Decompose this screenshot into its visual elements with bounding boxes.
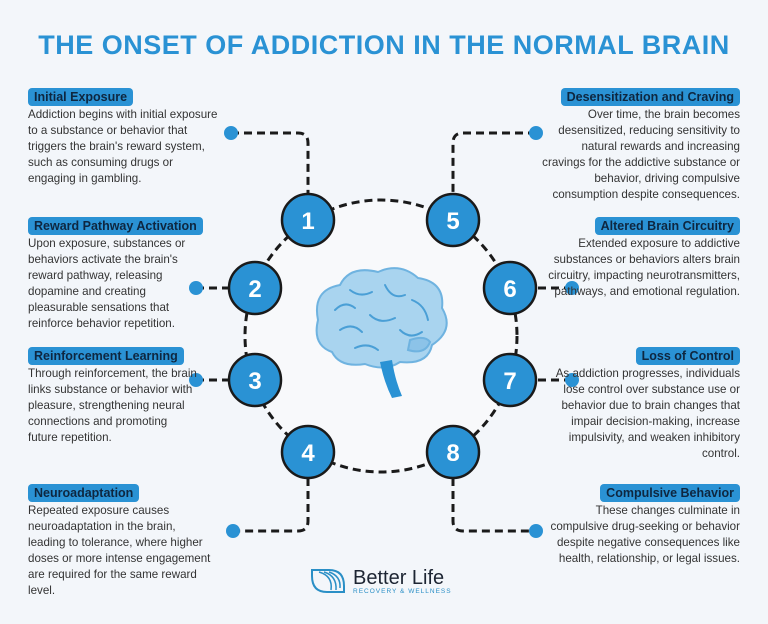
node-number: 7 [503,368,516,395]
node-number: 2 [248,276,261,303]
stage-label-3: Reinforcement Learning [28,347,184,365]
connector-dot [224,126,238,140]
node-number: 3 [248,368,261,395]
stage-description-7: As addiction progresses, individuals los… [555,367,740,460]
logo: Better Life RECOVERY & WELLNESS [309,566,452,596]
node-circle [425,192,481,248]
connector-dot [529,524,543,538]
stage-node-3: 3 [227,352,283,408]
node-circle [425,424,481,480]
node-number: 6 [503,276,516,303]
connector-dot [189,281,203,295]
node-number: 1 [301,208,314,235]
node-circle [482,260,538,316]
connector-dot [565,373,579,387]
stage-description-5: Over time, the brain becomes desensitize… [542,108,740,201]
stage-description-3: Through reinforcement, the brain links s… [28,367,197,444]
connector-dot [565,281,579,295]
stage-description-4: Repeated exposure causes neuroadaptation… [28,504,211,597]
stage-description-6: Extended exposure to addictive substance… [548,237,740,298]
stage-label-7: Loss of Control [635,347,740,365]
logo-name: Better Life [353,566,445,589]
stage-description-1: Addiction begins with initial exposure t… [28,108,218,185]
stage-label-5: Desensitization and Craving [560,88,740,106]
logo-tagline: RECOVERY & WELLNESS [353,587,452,595]
connector-dot [189,373,203,387]
stage-node-4: 4 [280,424,336,480]
connector-dot [529,126,543,140]
logo-icon [311,569,345,593]
node-circle [227,260,283,316]
stage-node-5: 5 [425,192,481,248]
page-title: THE ONSET OF ADDICTION IN THE NORMAL BRA… [38,30,730,60]
node-circle [482,352,538,408]
stage-node-7: 7 [482,352,538,408]
node-number: 8 [446,440,459,467]
stage-description-8: These changes culminate in compulsive dr… [550,504,740,565]
stage-description-2: Upon exposure, substances or behaviors a… [28,237,186,330]
stage-label-8: Compulsive Behavior [600,484,740,502]
node-number: 5 [446,208,459,235]
node-circle [280,192,336,248]
stage-label-6: Altered Brain Circuitry [594,217,740,235]
stage-node-8: 8 [425,424,481,480]
stage-label-2: Reward Pathway Activation [28,217,203,235]
stage-node-1: 1 [280,192,336,248]
stage-label-4: Neuroadaptation [28,484,140,502]
node-circle [227,352,283,408]
stage-label-1: Initial Exposure [28,88,134,106]
brain-icon [315,267,448,398]
node-circle [280,424,336,480]
stage-node-2: 2 [227,260,283,316]
connector-dot [226,524,240,538]
stage-node-6: 6 [482,260,538,316]
node-number: 4 [301,440,315,467]
